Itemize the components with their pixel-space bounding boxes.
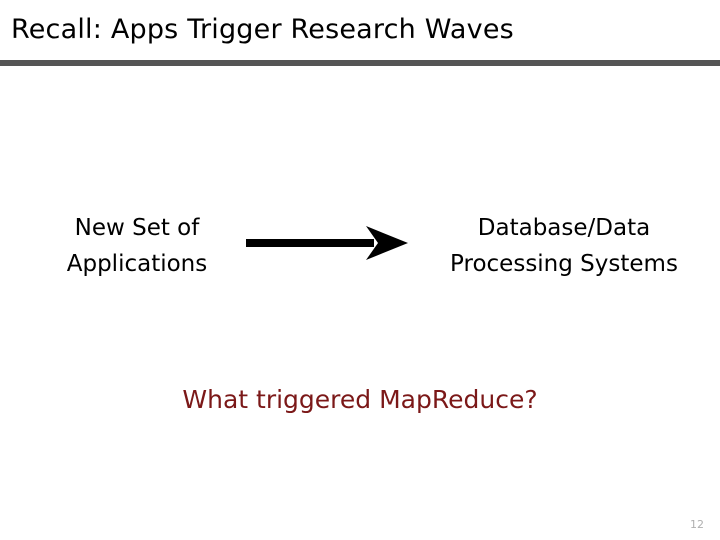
diagram-node-source-line-2: Applications (66, 251, 208, 277)
question-text: What triggered MapReduce? (182, 385, 538, 414)
arrow-container (244, 222, 410, 264)
right-arrow-icon (246, 226, 408, 260)
diagram-node-source-line-1: New Set of (74, 215, 200, 241)
diagram-node-source: New Set of Applications (17, 210, 257, 282)
diagram-node-target-line-1: Database/Data (477, 215, 651, 241)
diagram-container: New Set of Applications Database/Data Pr… (0, 196, 720, 306)
diagram-node-target-line-2: Processing Systems (450, 251, 678, 277)
title-divider (0, 60, 720, 66)
page-title: Recall: Apps Trigger Research Waves (11, 14, 514, 45)
page-number: 12 (690, 518, 704, 531)
diagram-node-target: Database/Data Processing Systems (428, 210, 700, 282)
